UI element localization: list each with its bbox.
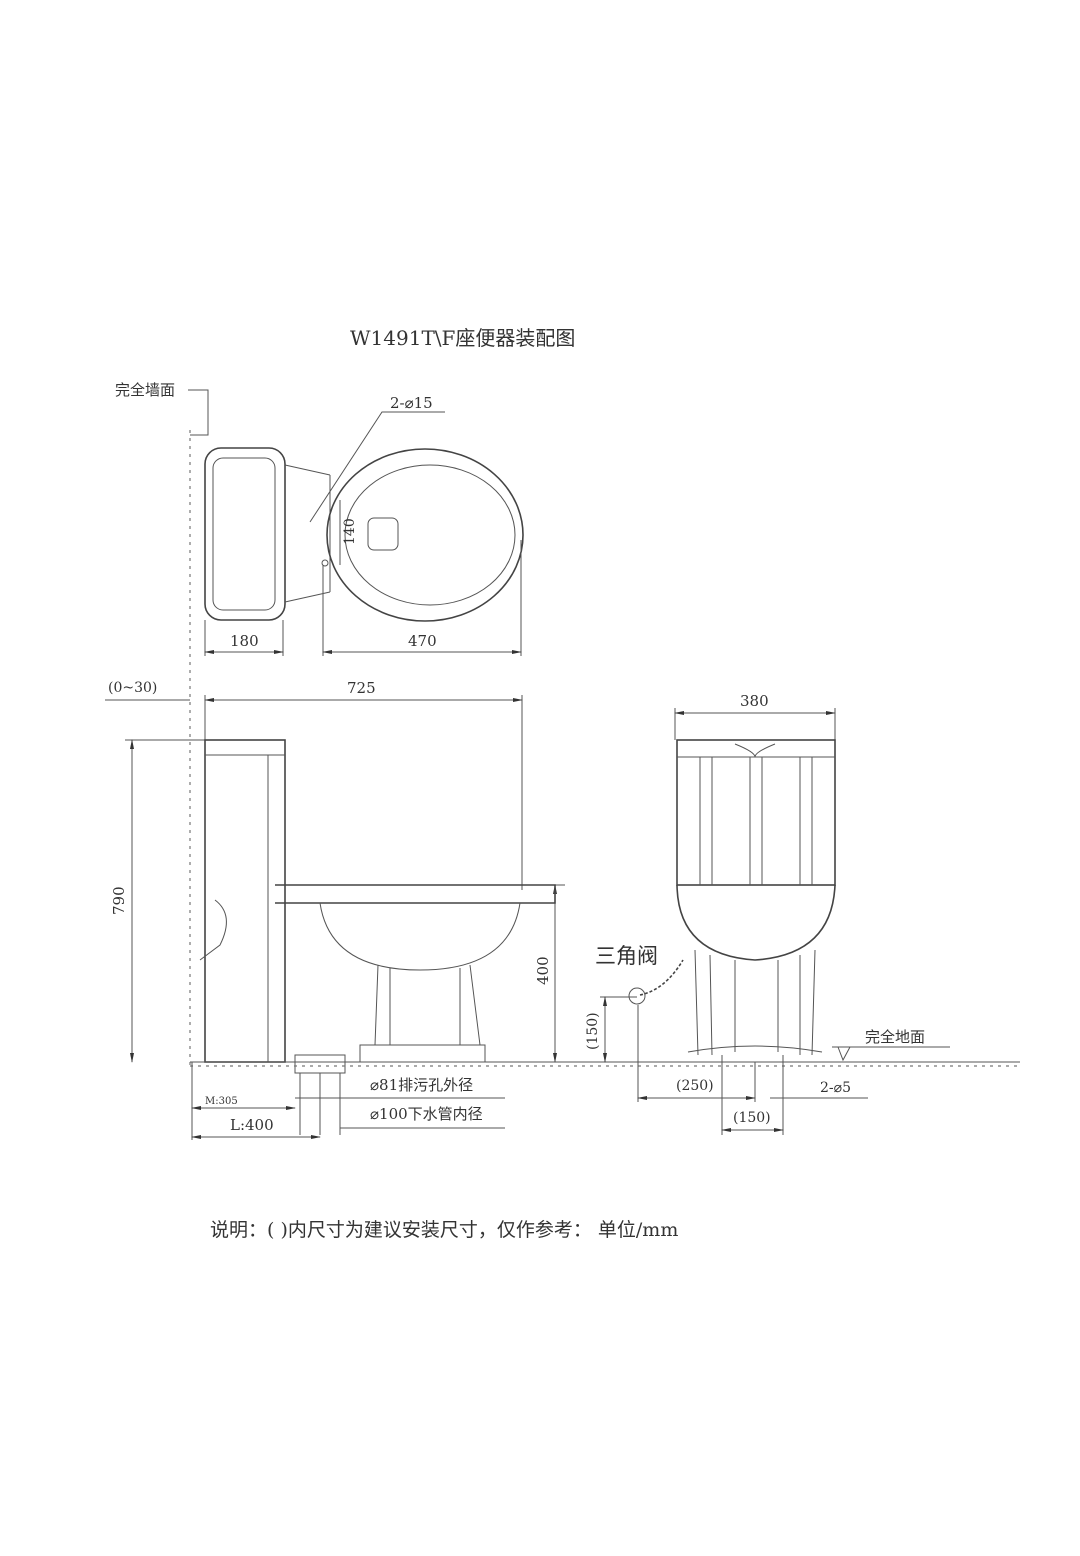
holes-front-label: 2-⌀5 bbox=[820, 1080, 851, 1096]
top-view bbox=[204, 411, 524, 622]
drawing-title: W1491T\F座便器装配图 bbox=[350, 326, 575, 350]
holes-top-label: 2-⌀15 bbox=[390, 394, 433, 412]
note-text: 说明：( )内尺寸为建议安装尺寸，仅作参考： 单位/mm bbox=[210, 1219, 678, 1241]
dim-470: 470 bbox=[408, 632, 437, 650]
wall-line bbox=[188, 389, 209, 1065]
dim-lines-drain bbox=[191, 1062, 505, 1140]
dim-valve-offset: (250) bbox=[676, 1078, 714, 1094]
dim-lines-side bbox=[105, 695, 565, 1063]
dim-lines-top bbox=[204, 540, 522, 656]
dim-725: 725 bbox=[347, 679, 376, 697]
dim-gap: (0~30) bbox=[108, 680, 157, 696]
dim-m305: M:305 bbox=[205, 1096, 238, 1107]
front-view bbox=[628, 708, 836, 1056]
pipe-inner-label: ⌀100下水管内径 bbox=[370, 1105, 483, 1123]
dim-180: 180 bbox=[230, 632, 259, 650]
dim-bolt-gap: (150) bbox=[733, 1110, 771, 1126]
side-view bbox=[199, 739, 556, 1135]
dim-l400: L:400 bbox=[230, 1116, 274, 1134]
dim-valve-height: (150) bbox=[585, 1012, 601, 1050]
wall-label: 完全墙面 bbox=[115, 381, 175, 399]
dim-140: 140 bbox=[342, 518, 358, 545]
angle-valve-label: 三角阀 bbox=[595, 944, 658, 968]
dim-380-label: 380 bbox=[740, 692, 769, 710]
dim-790: 790 bbox=[110, 886, 128, 915]
drain-outer-label: ⌀81排污孔外径 bbox=[370, 1076, 473, 1094]
dim-lines-front bbox=[600, 996, 950, 1135]
dim-400: 400 bbox=[534, 956, 552, 985]
floor-label: 完全地面 bbox=[865, 1028, 925, 1046]
